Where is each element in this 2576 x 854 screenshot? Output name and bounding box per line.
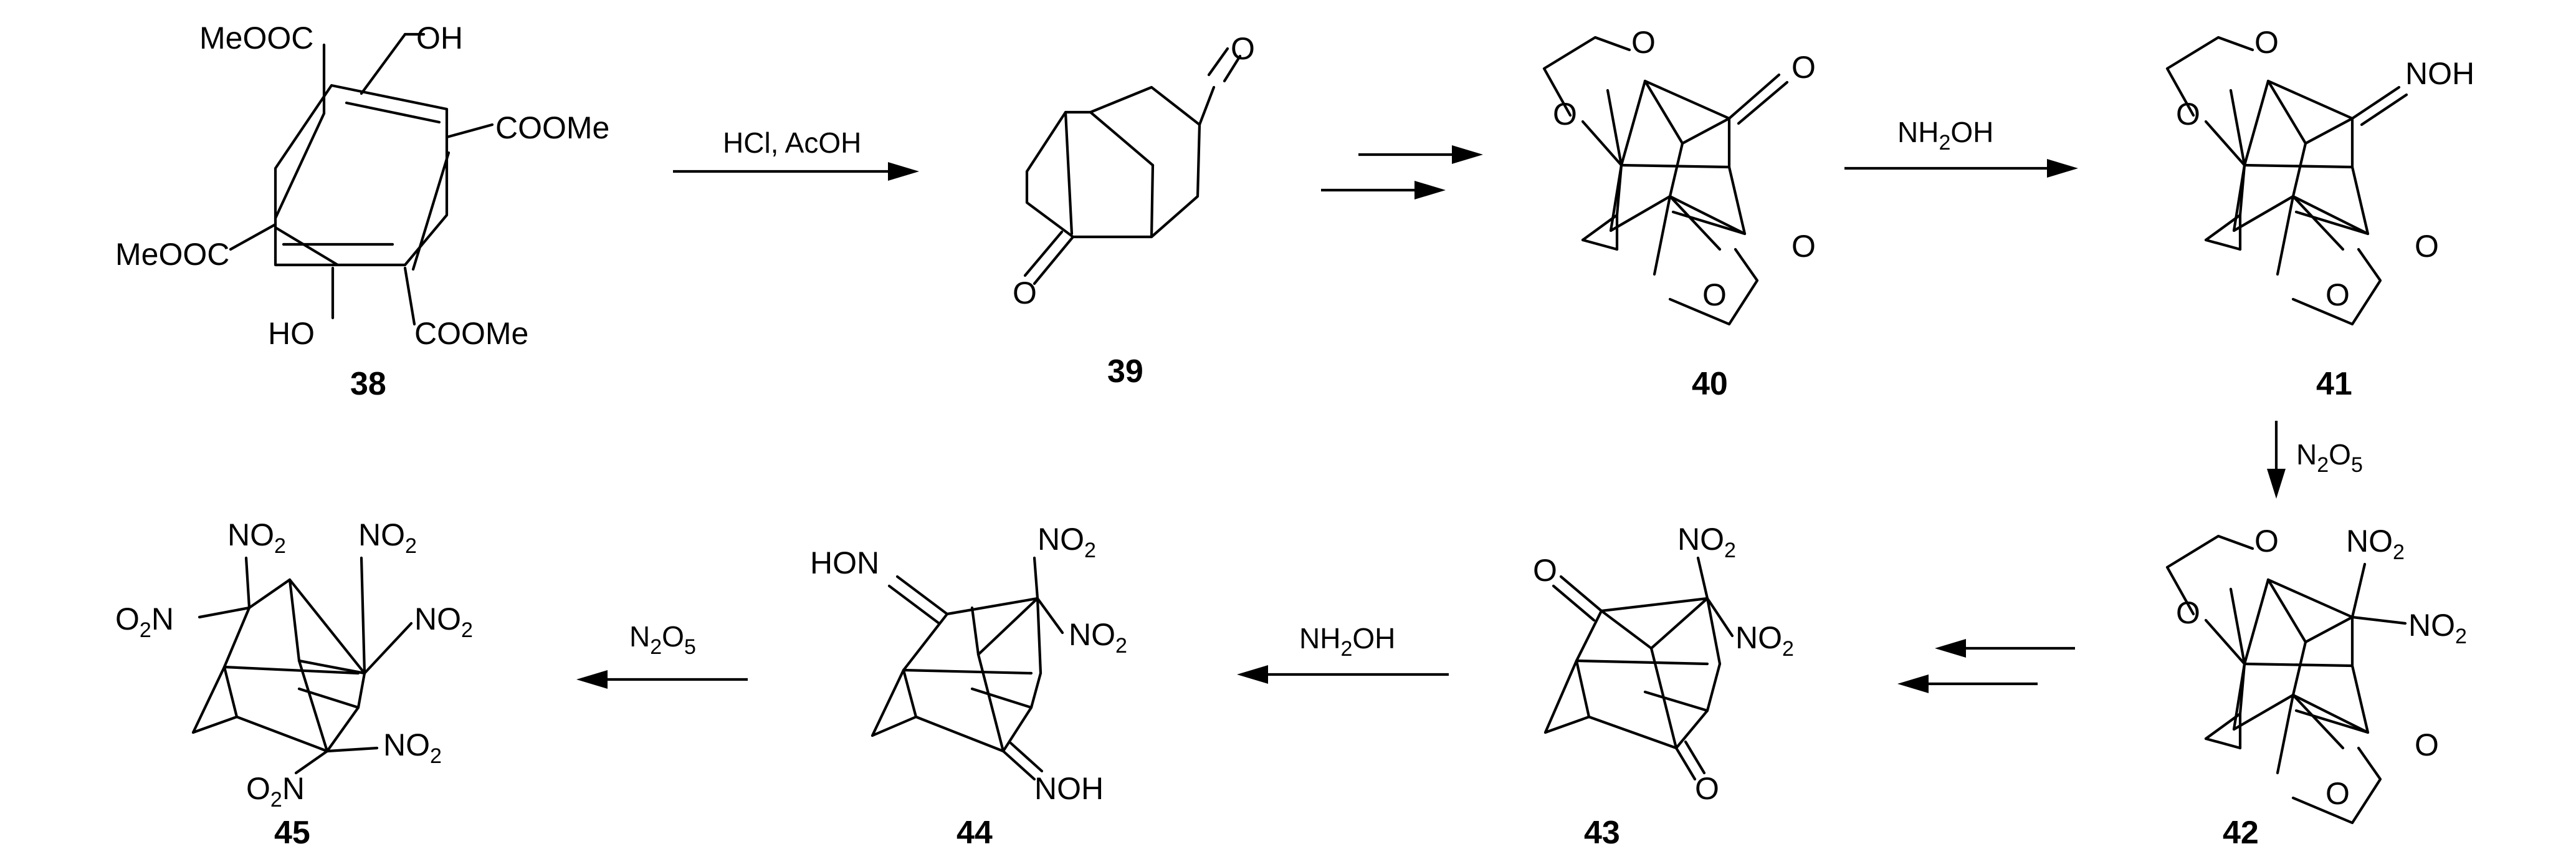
compound-40-o2: O: [1553, 97, 1577, 132]
compound-40: O O O O O 40: [1542, 25, 1816, 402]
compound-41-label: 41: [2316, 366, 2352, 402]
compound-42-o3: O: [2415, 727, 2439, 762]
compound-45-no2-3: NO2: [414, 602, 473, 642]
arrow-41-to-42: N2O5: [2267, 421, 2363, 499]
compound-40-o-ketone: O: [1791, 50, 1816, 85]
compound-41-noh: NOH: [2405, 56, 2474, 91]
compound-44: HON NO2 NO2 NOH 44: [810, 522, 1127, 851]
compound-43-no2-a: NO2: [1677, 522, 1736, 562]
compound-38-coome-bottom: COOMe: [414, 316, 528, 351]
compound-40-bonds: [1542, 36, 1789, 326]
compound-38-meooc-left: MeOOC: [115, 237, 229, 272]
compound-43-label: 43: [1584, 815, 1620, 851]
compound-40-o3: O: [1791, 229, 1816, 264]
compound-41-o4: O: [2326, 277, 2350, 312]
arrow-39-to-40: [1321, 145, 1483, 199]
arrow-38-to-39: HCl, AcOH: [673, 127, 919, 181]
compound-41-o2: O: [2176, 97, 2200, 132]
arrow-40-to-41: NH2OH: [1844, 116, 2078, 178]
compound-39-label: 39: [1107, 353, 1143, 390]
reagent-nh2oh-1: NH2OH: [1897, 116, 1993, 155]
compound-38-coome-right: COOMe: [495, 110, 609, 145]
compound-44-bonds: [871, 556, 1064, 781]
compound-44-no2-a: NO2: [1038, 522, 1096, 562]
compound-44-no2-b: NO2: [1069, 617, 1127, 658]
compound-43: O NO2 NO2 O 43: [1533, 522, 1794, 851]
compound-42-o1: O: [2254, 524, 2279, 559]
reagent-n2o5-1: N2O5: [2296, 438, 2363, 477]
compound-42-no2-a: NO2: [2346, 524, 2405, 564]
compound-42: O O NO2 NO2 O O 42: [2165, 524, 2467, 851]
reagent-hcl-acoh: HCl, AcOH: [723, 127, 861, 159]
compound-41-o1: O: [2254, 25, 2279, 60]
compound-42-label: 42: [2223, 815, 2259, 851]
compound-45-o2n-1: O2N: [115, 602, 174, 642]
compound-41: O O NOH O O 41: [2165, 25, 2474, 402]
compound-45-bonds: [191, 556, 413, 775]
compound-42-o2: O: [2176, 595, 2200, 630]
compound-40-label: 40: [1692, 366, 1728, 402]
compound-39-bonds: [1023, 47, 1242, 285]
compound-43-no2-b: NO2: [1735, 620, 1794, 661]
reagent-n2o5-2: N2O5: [629, 620, 696, 659]
arrow-44-to-45: N2O5: [576, 620, 748, 689]
compound-39-o-top: O: [1231, 31, 1255, 66]
compound-45-label: 45: [274, 815, 310, 851]
arrow-43-to-44: NH2OH: [1237, 622, 1449, 684]
compound-38-label: 38: [350, 366, 386, 402]
compound-38-meooc-top: MeOOC: [199, 21, 313, 55]
compound-45-no2-2: NO2: [358, 517, 417, 558]
compound-41-o3: O: [2415, 229, 2439, 264]
compound-42-bonds: [2165, 534, 2407, 825]
compound-44-hon: HON: [810, 545, 879, 580]
compound-40-o4: O: [1702, 277, 1727, 312]
compound-40-o1: O: [1631, 25, 1656, 60]
compound-43-bonds: [1543, 556, 1734, 781]
compound-38-ho: HO: [268, 316, 315, 351]
compound-38: MeOOC OH COOMe MeOOC HO COOMe 38: [115, 21, 609, 402]
compound-42-o4: O: [2326, 776, 2350, 811]
compound-45: NO2 NO2 O2N NO2 O2N NO2 45: [115, 517, 473, 851]
compound-43-o-bottom: O: [1695, 771, 1719, 806]
compound-44-noh: NOH: [1034, 771, 1104, 806]
compound-43-o-top: O: [1533, 553, 1557, 588]
compound-39: O O 39: [1013, 31, 1255, 390]
compound-38-bonds: [229, 32, 494, 326]
compound-45-no2-4: NO2: [383, 727, 442, 768]
compound-38-oh: OH: [416, 21, 463, 55]
compound-45-o2n-2: O2N: [246, 771, 305, 812]
compound-39-o-bottom: O: [1013, 276, 1037, 310]
arrow-42-to-43: [1897, 639, 2075, 693]
reagent-nh2oh-2: NH2OH: [1299, 622, 1395, 661]
compound-44-label: 44: [956, 815, 993, 851]
compound-45-no2-1: NO2: [227, 517, 286, 558]
compound-42-no2-b: NO2: [2408, 608, 2467, 648]
compound-41-bonds: [2165, 36, 2408, 326]
